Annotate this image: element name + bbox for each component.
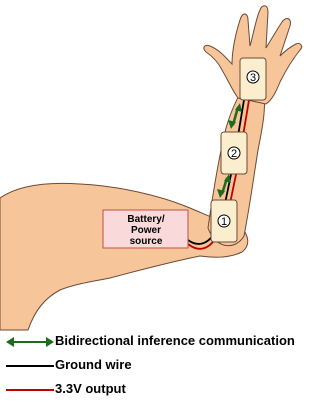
double-arrow-icon <box>4 330 56 354</box>
legend-label-power: 3.3V output <box>55 381 126 396</box>
node-2-label: 2 <box>231 148 237 160</box>
battery-label-line2: Power <box>131 225 161 236</box>
legend: Bidirectional inference communication Gr… <box>0 330 330 402</box>
legend-row-communication: Bidirectional inference communication <box>0 330 330 354</box>
battery-label-line3: source <box>130 236 163 247</box>
ground-wire-line-icon <box>4 354 56 378</box>
legend-row-ground: Ground wire <box>0 354 330 378</box>
legend-label-communication: Bidirectional inference communication <box>55 333 295 348</box>
power-wire-line-icon <box>4 378 56 402</box>
node-1-label: 1 <box>221 216 227 228</box>
node-3-label: 3 <box>250 72 256 84</box>
legend-label-ground: Ground wire <box>55 357 132 372</box>
legend-row-power: 3.3V output <box>0 378 330 402</box>
battery-label-line1: Battery/ <box>127 214 164 225</box>
